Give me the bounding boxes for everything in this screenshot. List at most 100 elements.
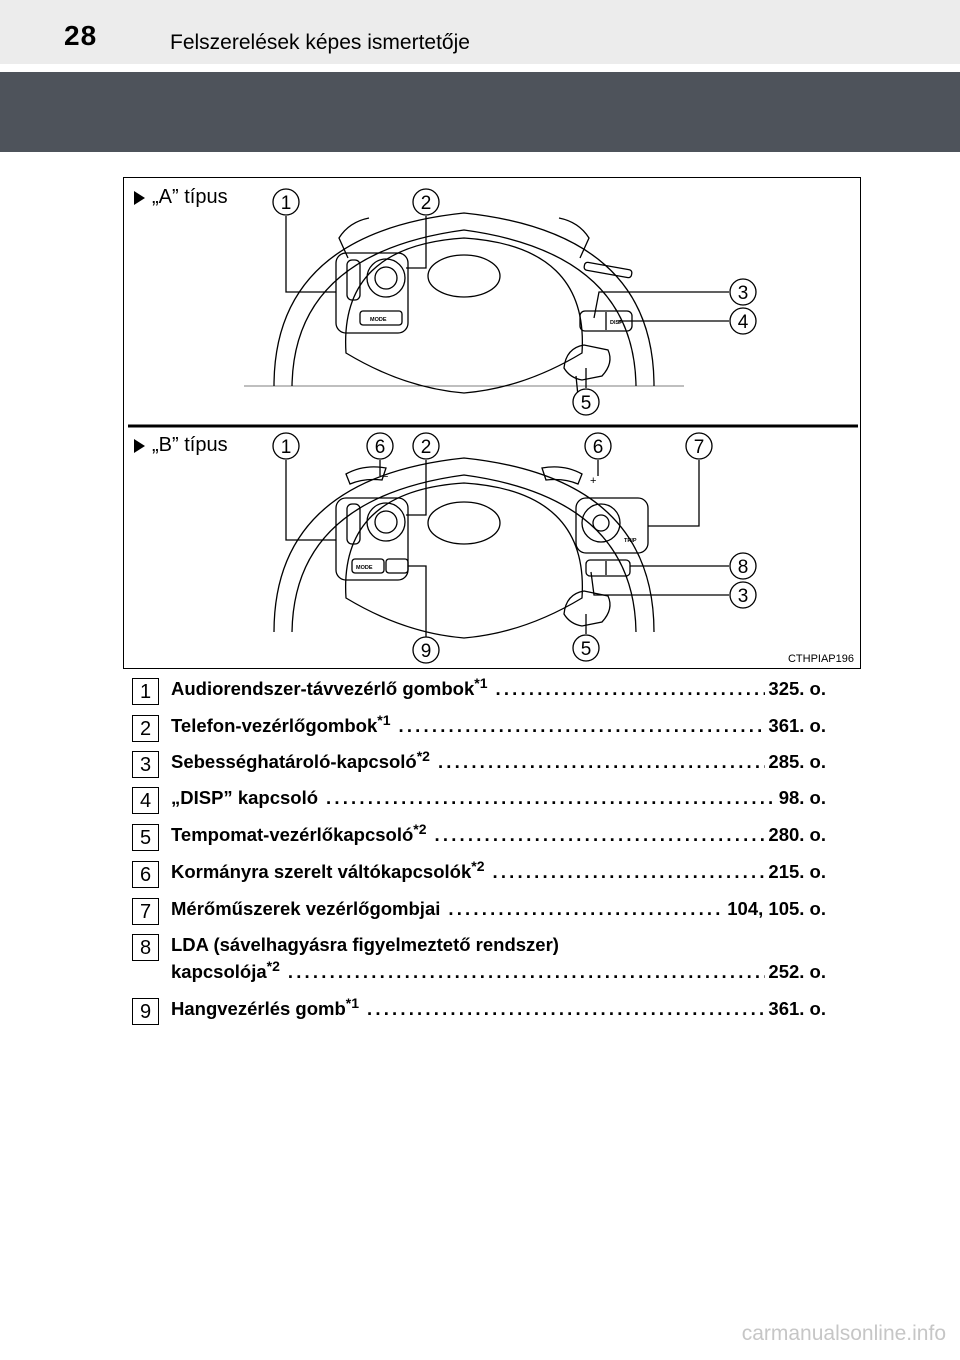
callout-a-5: 5 <box>572 388 600 416</box>
paddle-right-b <box>541 466 583 485</box>
footnote-mark: *1 <box>345 994 360 1011</box>
item-number: 9 <box>132 998 159 1025</box>
callout-b-1: 1 <box>272 432 300 460</box>
item-number: 1 <box>132 678 159 705</box>
page-reference: 361. o. <box>768 715 826 736</box>
hub-a <box>345 237 583 394</box>
callout-b-6: 6 <box>584 432 612 460</box>
voice-button-b <box>385 558 409 574</box>
item-number: 3 <box>132 751 159 778</box>
cruise-lever-a <box>563 344 611 381</box>
svg-text:8: 8 <box>738 557 749 578</box>
wheel-rim-inner-b <box>291 474 637 633</box>
right-pad-b <box>575 497 649 554</box>
item-label-line1: LDA (sávelhagyásra figyelmeztető rendsze… <box>171 934 559 955</box>
lda-button-b <box>585 559 631 577</box>
left-pad-a <box>335 252 409 334</box>
airbag-emblem-b <box>427 501 501 545</box>
page-reference: 285. o. <box>768 751 826 772</box>
svg-text:6: 6 <box>375 437 386 458</box>
hub-b <box>345 482 583 639</box>
type-b-label: „B” típus <box>134 434 228 457</box>
mode-button-b <box>351 558 385 574</box>
svg-text:3: 3 <box>738 283 749 304</box>
item-label: Hangvezérlés gomb <box>171 998 346 1019</box>
figure-code: CTHPIAP196 <box>787 653 854 665</box>
callout-a-1: 1 <box>272 188 300 216</box>
wheel-rim-inner-a <box>291 229 637 387</box>
item-number: 7 <box>132 898 159 925</box>
svg-text:7: 7 <box>694 437 705 458</box>
leader-dots: ........................................… <box>437 751 765 772</box>
item-label: Telefon-vezérlőgombok <box>171 715 378 736</box>
spoke-right-a <box>558 217 590 259</box>
page-reference: 361. o. <box>768 998 826 1019</box>
spoke-left-a <box>338 217 370 259</box>
item-label: Sebességhatároló-kapcsoló <box>171 751 417 772</box>
page-header-title: Felszerelések képes ismertetője <box>170 31 470 54</box>
mode-text-b: MODE <box>356 565 373 571</box>
svg-text:4: 4 <box>738 312 749 333</box>
meter-dial-b <box>581 503 621 543</box>
item-number: 2 <box>132 715 159 742</box>
page-reference: 252. o. <box>768 961 826 982</box>
paddle-minus-text: − <box>382 471 388 483</box>
callout-b-5: 5 <box>572 634 600 662</box>
callout-b-8: 8 <box>729 552 757 580</box>
paddle-plus-text: + <box>590 475 596 487</box>
page-reference: 104, 105. o. <box>727 898 826 919</box>
disp-strip-a <box>583 261 633 279</box>
leader-dots: ........................................… <box>448 898 725 919</box>
disp-text-a: DISP <box>610 320 623 326</box>
callout-b-2: 2 <box>412 432 440 460</box>
page-header: 28 Felszerelések képes ismertetője <box>0 0 960 64</box>
leader-dots: ........................................… <box>398 715 766 736</box>
play-arrow-icon <box>134 438 145 453</box>
type-b-text: „B” típus <box>152 434 228 456</box>
footnote-mark: *2 <box>413 820 427 837</box>
footnote-mark: *2 <box>416 747 430 764</box>
leader-dots: ........................................… <box>495 678 766 699</box>
page-reference: 280. o. <box>768 824 826 845</box>
airbag-emblem-a <box>427 254 501 298</box>
svg-text:1: 1 <box>281 437 292 458</box>
cruise-lever-b <box>563 590 611 627</box>
callout-b-9: 9 <box>412 636 440 664</box>
leader-dots: ........................................… <box>492 861 766 882</box>
svg-text:3: 3 <box>738 586 749 607</box>
footnote-mark: *1 <box>377 711 391 728</box>
leader-dots: ........................................… <box>287 961 766 982</box>
footnote-mark: *2 <box>266 957 280 974</box>
mode-button-a <box>359 310 403 326</box>
page-reference: 215. o. <box>768 861 826 882</box>
svg-text:2: 2 <box>421 437 432 458</box>
page-reference: 325. o. <box>768 678 826 699</box>
callout-a-3: 3 <box>729 278 757 306</box>
play-arrow-icon <box>134 190 145 205</box>
leader-dots: ........................................… <box>367 998 765 1019</box>
svg-text:5: 5 <box>581 393 592 414</box>
callout-b-3: 3 <box>729 581 757 609</box>
svg-text:5: 5 <box>581 639 592 660</box>
item-number: 6 <box>132 861 159 888</box>
item-label: Mérőműszerek vezérlőgombjai <box>171 898 441 919</box>
section-band <box>0 72 960 152</box>
callout-a-2: 2 <box>412 188 440 216</box>
item-label: „DISP” kapcsoló <box>171 787 319 808</box>
svg-text:6: 6 <box>593 437 604 458</box>
type-a-text: „A” típus <box>152 186 228 208</box>
mode-text-a: MODE <box>370 317 387 323</box>
leader-dots: ........................................… <box>434 824 766 845</box>
callout-b-7: 7 <box>685 432 713 460</box>
item-label: Tempomat-vezérlőkapcsoló <box>171 824 414 845</box>
page-number: 28 <box>64 20 98 51</box>
leader-dots: ........................................… <box>326 787 776 808</box>
item-label: Audiorendszer-távvezérlő gombok <box>171 678 475 699</box>
page-reference: 98. o. <box>778 787 826 808</box>
svg-text:9: 9 <box>421 641 432 662</box>
left-pad-b <box>335 497 409 581</box>
wheel-rim-outer-a <box>273 212 655 387</box>
audio-dial-a <box>366 258 406 298</box>
footnote-mark: *1 <box>474 674 488 691</box>
